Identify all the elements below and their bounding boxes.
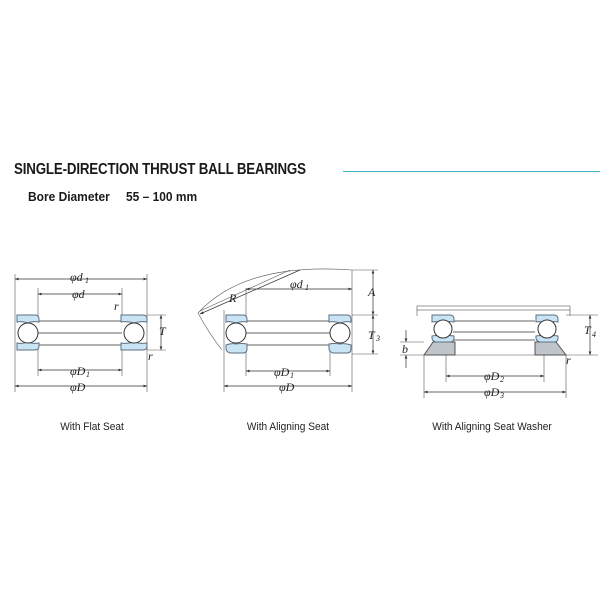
- label-d1-sub: 1: [305, 283, 309, 292]
- label-d1: φd: [70, 270, 84, 284]
- label-D2-sub: 2: [500, 375, 504, 384]
- label-D: φD: [279, 380, 295, 394]
- label-d1-sub: 1: [85, 276, 89, 285]
- label-D2: φD: [484, 369, 500, 383]
- figure-flat-seat: φd 1 φd r T r φD 1 φD: [14, 270, 167, 394]
- label-d: φd: [72, 287, 86, 301]
- label-D1-sub: 1: [290, 371, 294, 380]
- bore-diameter-line: Bore Diameter 55 – 100 mm: [28, 189, 197, 204]
- label-D1: φD: [274, 365, 290, 379]
- label-T4-sub: 4: [592, 330, 596, 339]
- label-T3: T: [368, 328, 376, 342]
- label-A: A: [367, 285, 376, 299]
- bore-diameter-label: Bore Diameter: [28, 189, 110, 204]
- label-b: b: [402, 342, 408, 356]
- page-title: SINGLE-DIRECTION THRUST BALL BEARINGS: [14, 161, 306, 178]
- label-T: T: [159, 324, 167, 338]
- label-D3-sub: 3: [499, 391, 504, 400]
- label-r-top: r: [114, 299, 119, 313]
- label-d1: φd: [290, 277, 304, 291]
- label-D3: φD: [484, 385, 500, 399]
- label-r-side: r: [566, 353, 571, 367]
- label-D1-sub: 1: [86, 370, 90, 379]
- bore-diameter-value: 55 – 100 mm: [125, 189, 198, 204]
- label-D: φD: [70, 380, 86, 394]
- figure-aligning-seat-washer: T 4 b r φD 2 φD 3: [400, 305, 598, 400]
- caption-aligning-seat: With Aligning Seat: [246, 421, 330, 433]
- caption-flat-seat: With Flat Seat: [60, 421, 124, 433]
- label-T3-sub: 3: [375, 334, 380, 343]
- title-rule: [343, 171, 600, 172]
- label-T4: T: [584, 323, 592, 337]
- caption-aligning-seat-washer: With Aligning Seat Washer: [432, 421, 552, 433]
- label-r-side: r: [148, 349, 153, 363]
- label-D1: φD: [70, 364, 86, 378]
- label-R: R: [228, 291, 237, 305]
- figure-aligning-seat: φd 1 R A T 3 φD 1 φD: [197, 268, 380, 394]
